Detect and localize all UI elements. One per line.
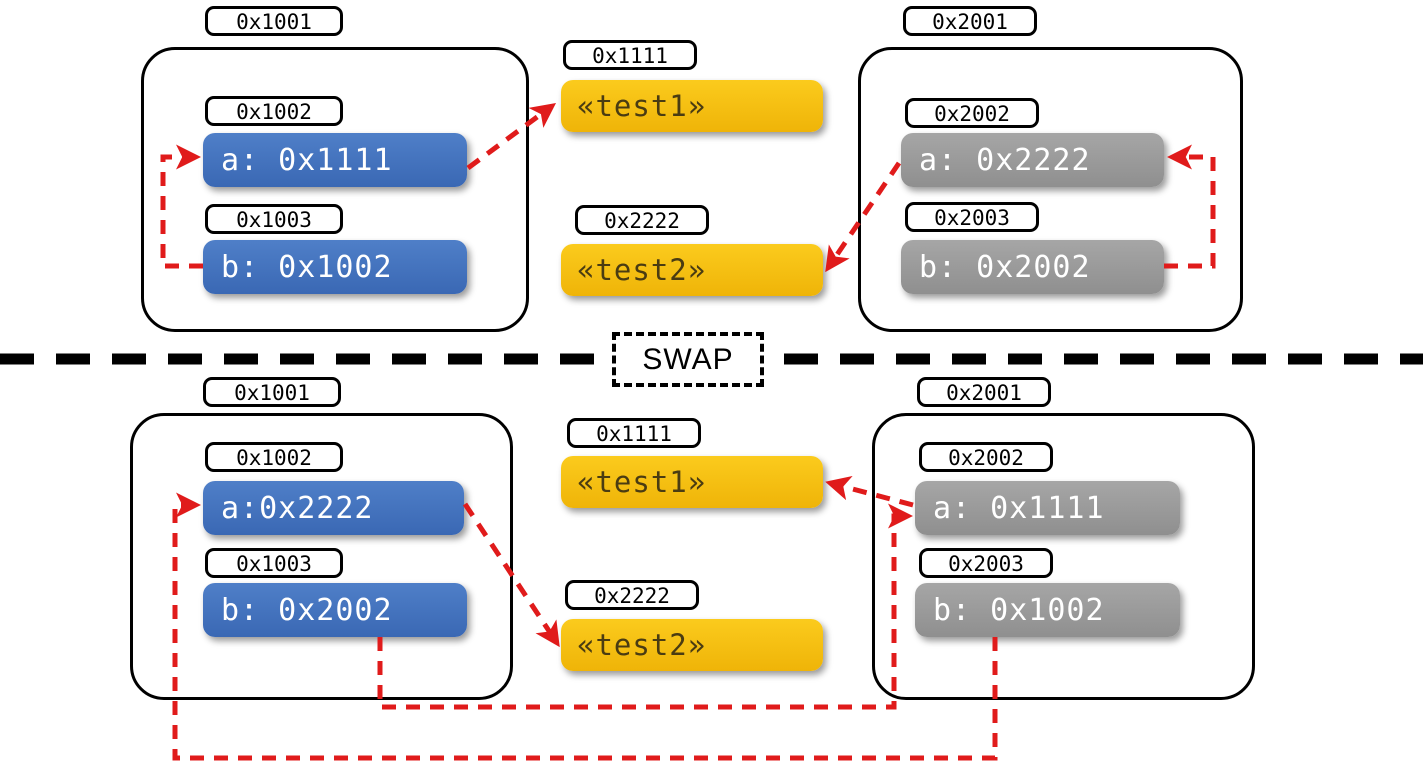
bottom-left-slot-a: a:0x2222 [203, 481, 464, 535]
top-string-box-2: «test2» [561, 244, 823, 296]
address-label-bottom-left-frame: 0x1001 [203, 377, 341, 407]
address-label-top-right-slot-b: 0x2003 [905, 202, 1039, 232]
bottom-right-slot-b: b: 0x1002 [915, 583, 1180, 637]
address-label-bottom-string-1: 0x1111 [567, 418, 701, 448]
bottom-right-slot-a: a: 0x1111 [915, 481, 1180, 535]
address-label-bottom-left-slot-b: 0x1003 [205, 548, 343, 578]
address-label-top-string-2: 0x2222 [575, 205, 709, 235]
address-label-top-right-slot-a: 0x2002 [905, 98, 1039, 128]
swap-divider-badge: SWAP [612, 332, 764, 387]
address-label-bottom-left-slot-a: 0x1002 [205, 442, 343, 472]
top-string-box-1: «test1» [561, 80, 823, 132]
bottom-string-box-2: «test2» [561, 619, 823, 671]
bottom-string-box-1: «test1» [561, 456, 823, 508]
address-label-top-right-frame: 0x2001 [903, 6, 1037, 36]
address-label-top-left-slot-b: 0x1003 [205, 204, 343, 234]
address-label-bottom-right-slot-a: 0x2002 [919, 442, 1053, 472]
address-label-bottom-right-slot-b: 0x2003 [919, 548, 1053, 578]
address-label-top-string-1: 0x1111 [563, 40, 697, 70]
address-label-top-left-slot-a: 0x1002 [205, 96, 343, 126]
bottom-left-slot-b: b: 0x2002 [203, 583, 467, 637]
top-right-slot-b: b: 0x2002 [901, 240, 1164, 294]
top-right-slot-a: a: 0x2222 [901, 133, 1164, 187]
address-label-top-left-frame: 0x1001 [205, 6, 343, 36]
address-label-bottom-string-2: 0x2222 [565, 580, 699, 610]
top-left-slot-a: a: 0x1111 [203, 133, 467, 187]
address-label-bottom-right-frame: 0x2001 [917, 377, 1051, 407]
top-left-slot-b: b: 0x1002 [203, 240, 467, 294]
